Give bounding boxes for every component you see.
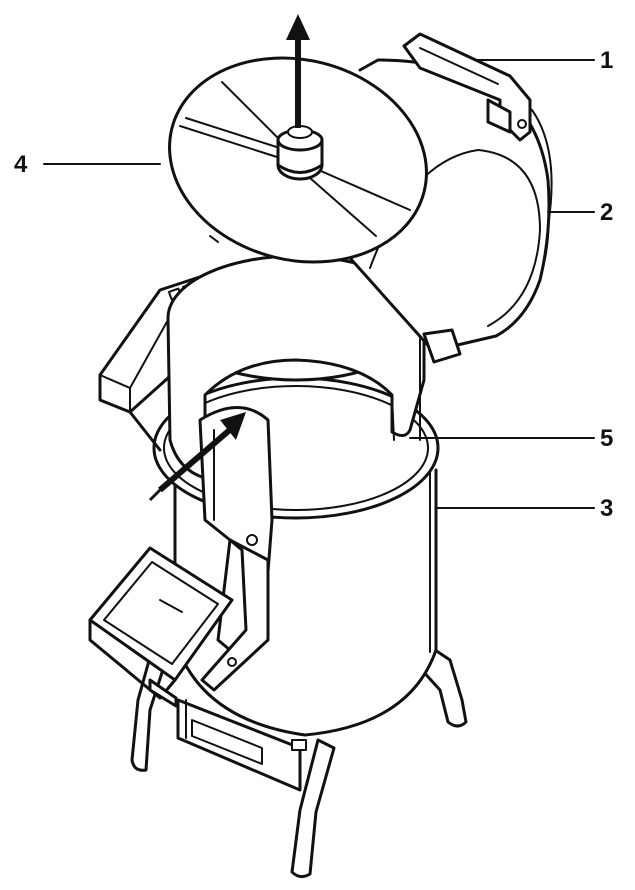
callout-5: 5: [600, 425, 613, 452]
diagonal-arrow-icon: [148, 412, 246, 502]
callout-4: 4: [14, 151, 28, 178]
leader-lines: [43, 59, 595, 509]
lid-handle: [402, 32, 532, 142]
up-arrow-icon: [286, 14, 310, 128]
callout-1: 1: [600, 47, 613, 74]
callout-2: 2: [600, 199, 613, 226]
discharge-chute: [198, 406, 274, 692]
collection-tray: [88, 546, 234, 708]
callout-3: 3: [600, 495, 613, 522]
abrasive-disc: [168, 56, 428, 264]
